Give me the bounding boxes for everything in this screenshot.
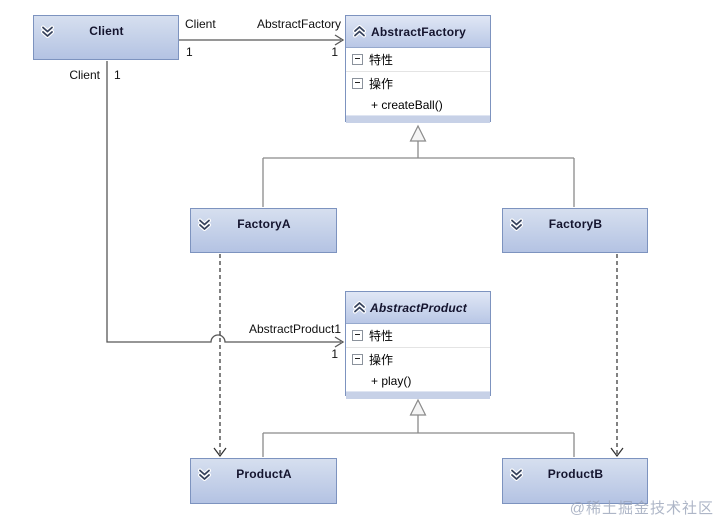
- minus-box-icon[interactable]: [352, 54, 363, 65]
- section-divider: [346, 347, 490, 348]
- assoc-target-role-label: AbstractFactory: [256, 17, 341, 31]
- method-play[interactable]: + play(): [371, 374, 412, 388]
- class-client[interactable]: Client: [33, 15, 179, 60]
- class-title: ProductA: [236, 467, 292, 481]
- attributes-section-label: 特性: [369, 329, 394, 343]
- watermark-text: @稀土掘金技术社区: [569, 500, 714, 517]
- generalization-factories-abstractfactory[interactable]: [262, 124, 575, 207]
- assoc-source-role-label: Client: [185, 17, 216, 31]
- dependency-factoryb-productb[interactable]: [610, 254, 624, 457]
- class-footer-bar: [346, 391, 490, 399]
- chevron-down-icon[interactable]: [196, 217, 212, 231]
- class-factorya[interactable]: FactoryA: [190, 208, 337, 253]
- class-factoryb[interactable]: FactoryB: [502, 208, 648, 253]
- chevron-down-icon[interactable]: [196, 467, 212, 481]
- chevron-up-icon[interactable]: [351, 25, 367, 39]
- class-title: AbstractFactory: [370, 24, 467, 39]
- class-title: Client: [89, 24, 124, 38]
- dependency-factorya-producta[interactable]: [213, 254, 227, 457]
- assoc-source-multiplicity: 1: [186, 45, 193, 59]
- class-title: FactoryA: [237, 217, 291, 231]
- operations-section-row[interactable]: 操作: [346, 348, 490, 371]
- minus-box-icon[interactable]: [352, 78, 363, 89]
- section-divider: [346, 71, 490, 72]
- chevron-up-icon[interactable]: [351, 301, 367, 315]
- class-producta[interactable]: ProductA: [190, 458, 337, 504]
- class-title: ProductB: [547, 467, 604, 481]
- attributes-section-row[interactable]: 特性: [346, 324, 490, 347]
- assoc-target-role-label: AbstractProduct1: [248, 322, 341, 336]
- minus-box-icon[interactable]: [352, 354, 363, 365]
- association-client-abstractfactory[interactable]: [179, 34, 345, 46]
- chevron-down-icon[interactable]: [508, 467, 524, 481]
- operations-section-label: 操作: [369, 77, 394, 91]
- class-productb[interactable]: ProductB: [502, 458, 648, 504]
- method-createball[interactable]: + createBall(): [371, 98, 443, 112]
- operations-section-label: 操作: [369, 353, 394, 367]
- operations-section-row[interactable]: 操作: [346, 72, 490, 95]
- generalization-products-abstractproduct[interactable]: [262, 398, 575, 457]
- chevron-down-icon[interactable]: [508, 217, 524, 231]
- class-title: FactoryB: [548, 217, 603, 231]
- association-client-abstractproduct[interactable]: [106, 61, 345, 348]
- assoc-source-role-label: Client: [69, 68, 100, 82]
- assoc-target-multiplicity: 1: [331, 45, 338, 59]
- class-footer-bar: [346, 115, 490, 123]
- minus-box-icon[interactable]: [352, 330, 363, 341]
- attributes-section-row[interactable]: 特性: [346, 48, 490, 71]
- class-abstractproduct[interactable]: AbstractProduct 特性 操作 + play(): [345, 291, 491, 399]
- class-abstractfactory[interactable]: AbstractFactory 特性 操作 + createBall(): [345, 15, 491, 123]
- class-title: AbstractProduct: [369, 300, 467, 315]
- chevron-down-icon[interactable]: [39, 24, 55, 38]
- assoc-source-multiplicity: 1: [114, 68, 121, 82]
- attributes-section-label: 特性: [369, 53, 394, 67]
- assoc-target-multiplicity: 1: [331, 347, 338, 361]
